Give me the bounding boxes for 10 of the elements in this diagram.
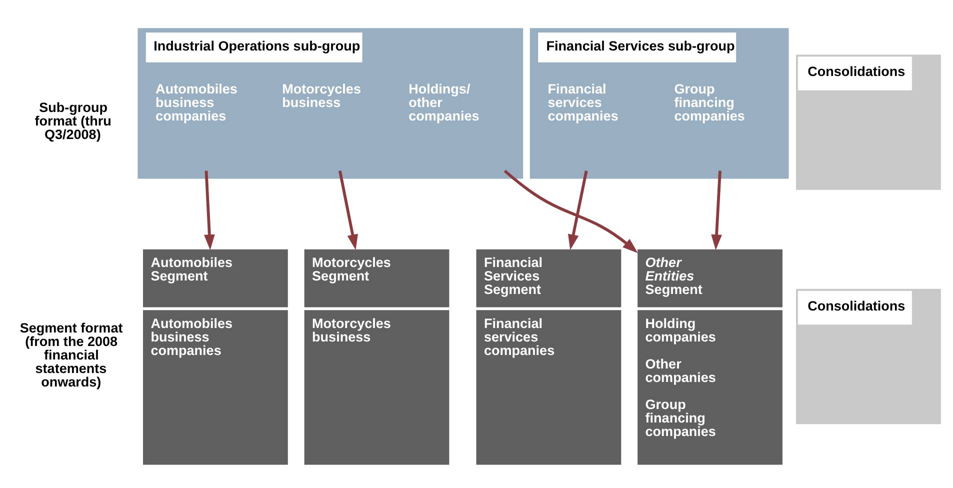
- arrow: [504, 170, 638, 254]
- node-text: Group financing companies: [674, 82, 745, 124]
- label: Segment format (from the 2008 financial statements onwards): [20, 320, 123, 390]
- node-text: Automobiles business companies: [156, 82, 238, 124]
- arrow: [204, 170, 215, 250]
- arrow: [711, 170, 722, 250]
- label: Sub-group format (thru Q3/2008): [34, 100, 112, 142]
- node-text: Financial services companies: [548, 82, 618, 124]
- node-text: Motorcycles business: [282, 82, 361, 110]
- node-text: Holdings/ other companies: [408, 82, 480, 124]
